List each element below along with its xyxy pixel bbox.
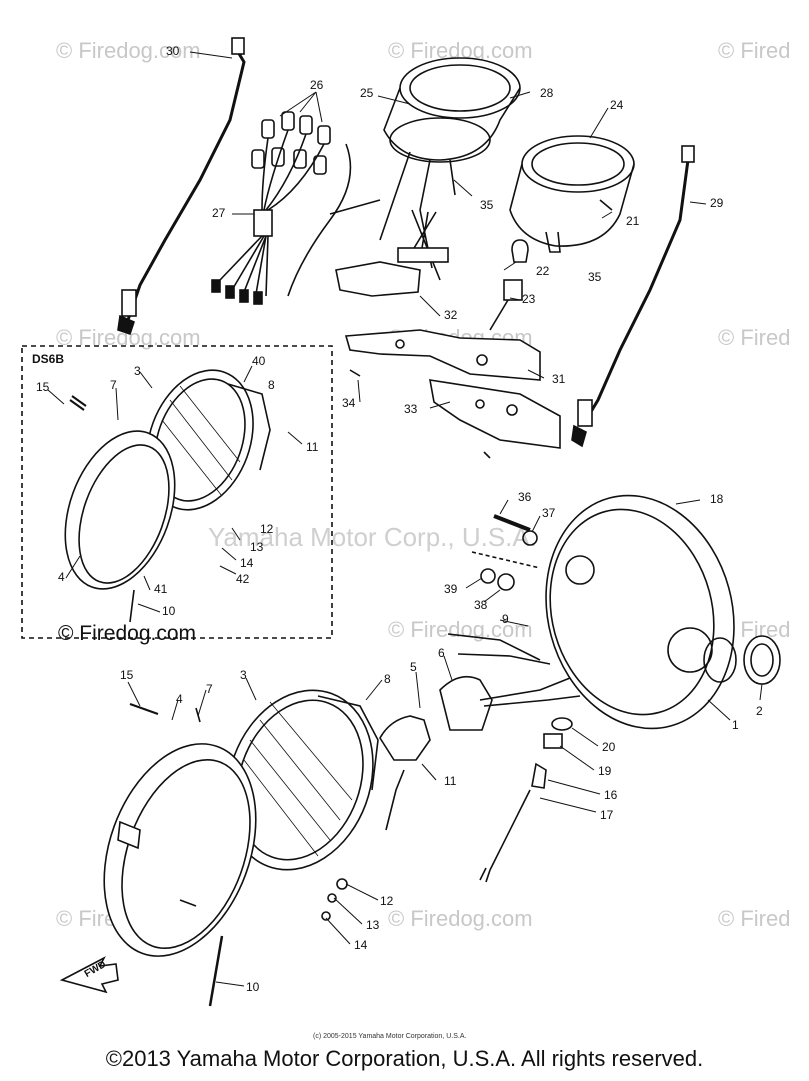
inset-model-label: DS6B	[32, 352, 65, 366]
fwd-arrow	[59, 956, 119, 994]
callout-14: 14	[354, 938, 368, 952]
callout-4-inset: 4	[58, 570, 65, 584]
callout-3-inset: 3	[134, 364, 141, 378]
callout-19: 19	[598, 764, 612, 778]
small-nuts	[321, 878, 348, 921]
rim	[103, 703, 257, 957]
callout-15-inset: 15	[36, 380, 50, 394]
callout-16: 16	[604, 788, 618, 802]
mount-bolts	[471, 514, 541, 591]
watermark-1: © Firedog.com	[56, 38, 201, 63]
footer-copyright: ©2013 Yamaha Motor Corporation, U.S.A. A…	[105, 1046, 704, 1071]
main-headlight-unit	[226, 689, 405, 871]
callout-27: 27	[212, 206, 226, 220]
callout-39: 39	[444, 582, 458, 596]
watermark-owner: Yamaha Motor Corp., U.S.A.	[208, 522, 537, 552]
watermark-6: © Fired	[718, 325, 791, 350]
meter-brackets	[335, 261, 561, 459]
callout-7-inset: 7	[110, 378, 117, 392]
tachometer-cable	[571, 145, 695, 448]
callout-37: 37	[542, 506, 556, 520]
callout-42: 42	[236, 572, 250, 586]
wire-harness	[211, 111, 331, 305]
switch-assembly	[479, 717, 573, 883]
headlight-housing	[545, 494, 781, 730]
callout-24: 24	[610, 98, 624, 112]
callout-29: 29	[710, 196, 724, 210]
callout-7: 7	[206, 682, 213, 696]
callout-11-inset: 11	[306, 440, 319, 454]
callout-8-inset: 8	[268, 378, 275, 392]
callout-30: 30	[166, 44, 180, 58]
callout-40: 40	[252, 354, 266, 368]
callout-1: 1	[732, 718, 739, 732]
callout-25: 25	[360, 86, 374, 100]
callout-10-inset: 10	[162, 604, 176, 618]
bulb-and-socket	[489, 239, 529, 331]
inset-headlight-unit	[64, 369, 271, 623]
callout-38: 38	[474, 598, 488, 612]
callout-12: 12	[380, 894, 394, 908]
callout-41: 41	[154, 582, 168, 596]
callout-34: 34	[342, 396, 356, 410]
rim-screw	[208, 935, 224, 1007]
watermark-10: © Firedog.com	[388, 906, 533, 931]
callout-31: 31	[552, 372, 566, 386]
small-copyright: (c) 2005-2015 Yamaha Motor Corporation, …	[313, 1033, 467, 1040]
watermark-7: © Firedog.com	[388, 617, 533, 642]
callout-3: 3	[240, 668, 247, 682]
watermark-11: © Fired	[718, 906, 791, 931]
callout-36: 36	[518, 490, 532, 504]
callout-28: 28	[540, 86, 554, 100]
callout-9: 9	[502, 612, 509, 626]
watermark-3: © Fired	[718, 38, 791, 63]
callout-6: 6	[438, 646, 445, 660]
callout-18: 18	[710, 492, 724, 506]
inset-brand: © Firedog.com	[58, 622, 197, 645]
group-bracket	[287, 143, 352, 297]
callout-13-inset: 13	[250, 540, 264, 554]
callout-5: 5	[410, 660, 417, 674]
speedometer	[509, 135, 635, 253]
callout-23: 23	[522, 292, 536, 306]
callout-35-upper: 35	[480, 198, 494, 212]
leader-lines	[47, 51, 763, 987]
tachometer	[379, 57, 521, 281]
callout-26: 26	[310, 78, 324, 92]
callout-12-inset: 12	[260, 522, 274, 536]
callout-35-lower: 35	[588, 270, 602, 284]
pointer-line	[329, 199, 381, 215]
speedometer-cable	[117, 37, 246, 336]
callout-2: 2	[756, 704, 763, 718]
bulb-socket-assembly	[379, 633, 581, 761]
callout-10: 10	[246, 980, 260, 994]
callout-13: 13	[366, 918, 380, 932]
callout-17: 17	[600, 808, 614, 822]
callout-14-inset: 14	[240, 556, 254, 570]
callout-4: 4	[176, 692, 183, 706]
callout-15: 15	[120, 668, 134, 682]
callout-11: 11	[444, 774, 457, 788]
callout-20: 20	[602, 740, 616, 754]
callout-32: 32	[444, 308, 458, 322]
callout-33: 33	[404, 402, 418, 416]
inset-frame	[21, 345, 333, 639]
callout-22: 22	[536, 264, 550, 278]
callout-8: 8	[384, 672, 391, 686]
callout-21: 21	[626, 214, 640, 228]
